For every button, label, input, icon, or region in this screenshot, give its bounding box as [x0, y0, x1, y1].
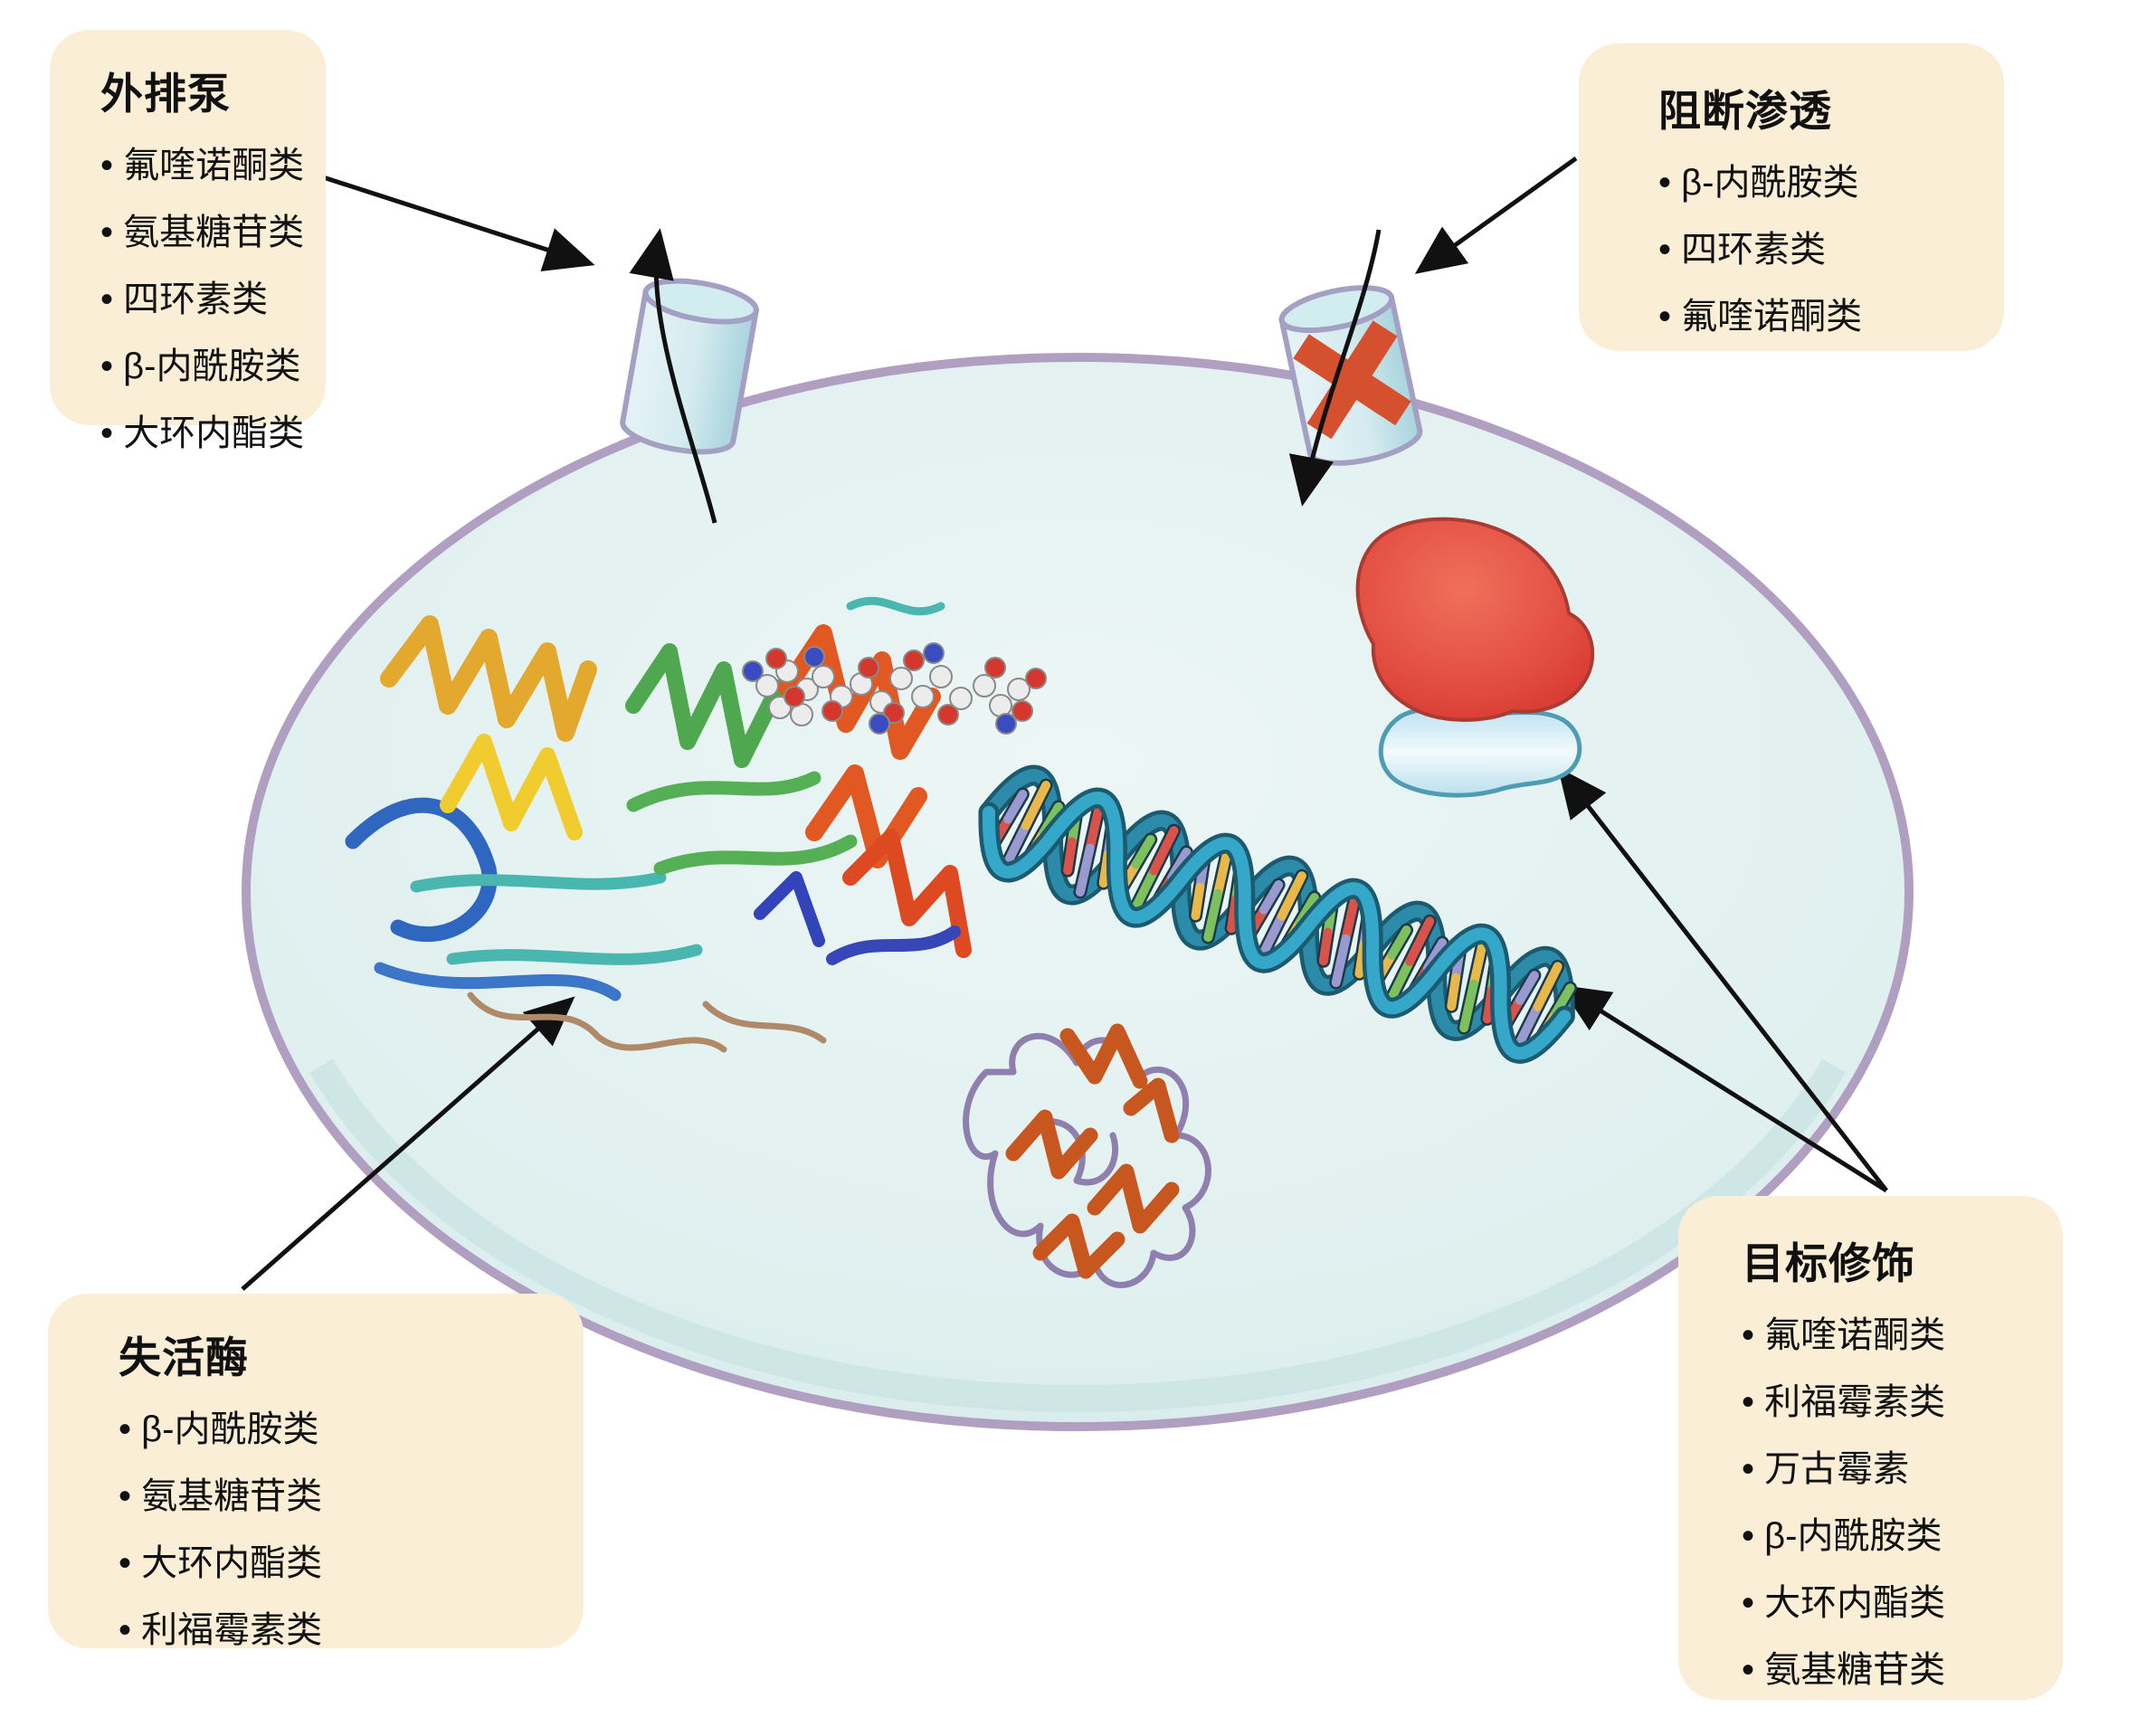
- efflux-pump-title: 外排泵: [100, 70, 231, 118]
- blocked-porin-channel-icon: [1278, 285, 1423, 466]
- inactivating-enzyme-ribbon-icon: [345, 596, 1047, 1053]
- dna-base-pair: [1259, 880, 1284, 915]
- target-protein-ribbon-icon: [963, 1023, 1211, 1288]
- list-item: β-内酰胺类: [1742, 1503, 2063, 1570]
- target-modification-list: 氟喹诺酮类 利福霉素类 万古霉素 β-内酰胺类 大环内酯类 氨基糖苷类: [1742, 1302, 2063, 1703]
- dna-base-pair: [1533, 962, 1562, 1011]
- list-item: 大环内酯类: [1742, 1570, 2063, 1637]
- enzyme-box-arrow: [241, 996, 575, 1291]
- list-item: 氨基糖苷类: [100, 199, 326, 266]
- target-modification-callout: 目标修饰 氟喹诺酮类 利福霉素类 万古霉素 β-内酰胺类 大环内酯类 氨基糖苷类: [1678, 1196, 2063, 1700]
- list-item: 大环内酯类: [119, 1530, 584, 1597]
- dna-base-pair: [1513, 1001, 1543, 1052]
- dna-strand: [982, 792, 1572, 1060]
- dna-base-pair: [1085, 800, 1105, 853]
- block-permeation-list: β-内酰胺类 四环素类 氟喹诺酮类: [1658, 149, 2004, 350]
- dna-base-pair: [1021, 781, 1051, 830]
- dna-base-pair: [1129, 866, 1159, 916]
- dna-base-pair: [1191, 882, 1205, 921]
- dna-base-pair: [1447, 973, 1461, 1011]
- list-item: β-内酰胺类: [1658, 149, 2004, 216]
- efflux-pump-list: 氟喹诺酮类 氨基糖苷类 四环素类 β-内酰胺类 大环内酯类: [100, 132, 326, 467]
- blocked-x-icon: [1293, 320, 1411, 440]
- list-item: 氨基糖苷类: [1742, 1637, 2063, 1703]
- inactivating-enzyme-list: β-内酰胺类 氨基糖苷类 大环内酯类 利福霉素类: [119, 1396, 584, 1664]
- dna-base-pair: [1131, 834, 1155, 869]
- inactivating-enzyme-callout: 失活酶 β-内酰胺类 氨基糖苷类 大环内酯类 利福霉素类: [48, 1294, 584, 1650]
- dna-base-pair: [1213, 845, 1232, 898]
- dna-base-pair: [1063, 837, 1077, 876]
- list-item: 氟喹诺酮类: [1742, 1302, 2063, 1369]
- list-item: β-内酰胺类: [100, 333, 326, 400]
- dna-base-pair: [1385, 956, 1415, 1007]
- dna-base-pair: [1318, 927, 1333, 966]
- dna-base-pair: [1331, 934, 1351, 988]
- ribosome-icon: [1355, 517, 1595, 798]
- efflux-out-arrow: [629, 228, 717, 524]
- block-permeation-callout: 阻断渗透 β-内酰胺类 四环素类 氟喹诺酮类: [1579, 43, 2004, 351]
- list-item: 利福霉素类: [119, 1597, 584, 1664]
- dna-base-pair: [1459, 979, 1478, 1033]
- dna-base-pair: [1003, 789, 1028, 824]
- dna-base-pair: [1277, 871, 1306, 921]
- cell-inner-shading: [309, 1058, 1846, 1412]
- dna-base-pair: [1257, 911, 1287, 962]
- efflux-pump-callout: 外排泵 氟喹诺酮类 氨基糖苷类 四环素类 β-内酰胺类 大环内酯类: [50, 30, 326, 453]
- target-modification-title: 目标修饰: [1742, 1239, 1915, 1287]
- dna-base-pair: [1001, 821, 1031, 870]
- list-item: 氟喹诺酮类: [100, 132, 326, 199]
- ligand-spheres: [742, 642, 1047, 735]
- blocked-entry-arrow: [1288, 229, 1382, 507]
- list-item: 氟喹诺酮类: [1658, 283, 2004, 350]
- ribosome-large-subunit: [1355, 517, 1595, 722]
- dna-base-pair: [1468, 935, 1488, 989]
- dna-double-helix-icon: [978, 764, 1578, 1064]
- inactivating-enzyme-title: 失活酶: [119, 1333, 249, 1381]
- dna-base-pair: [1149, 826, 1179, 876]
- efflux-pump-channel-icon: [620, 278, 760, 455]
- list-item: β-内酰胺类: [119, 1396, 584, 1463]
- list-item: 氨基糖苷类: [119, 1463, 584, 1530]
- dna-base-pair: [1405, 916, 1435, 966]
- block-box-arrow: [1414, 156, 1578, 274]
- list-item: 四环素类: [100, 266, 326, 333]
- dna-base-pair: [1387, 925, 1411, 960]
- dna-base-pair: [1341, 890, 1361, 944]
- target-box-arrow-dna: [1559, 984, 1888, 1193]
- ribosome-small-subunit: [1378, 707, 1582, 798]
- block-permeation-title: 阻断渗透: [1658, 87, 1832, 135]
- list-item: 万古霉素: [1742, 1436, 2063, 1503]
- dna-base-pair: [1203, 888, 1223, 943]
- list-item: 利福霉素类: [1742, 1369, 2063, 1436]
- target-box-arrow-ribosome: [1557, 767, 1888, 1192]
- dna-base-pair: [1515, 971, 1539, 1005]
- dna-base-pair: [1075, 843, 1095, 897]
- efflux-box-arrow: [314, 172, 595, 271]
- list-item: 大环内酯类: [100, 400, 326, 467]
- dna-strand: [983, 769, 1572, 1038]
- list-item: 四环素类: [1658, 216, 2004, 283]
